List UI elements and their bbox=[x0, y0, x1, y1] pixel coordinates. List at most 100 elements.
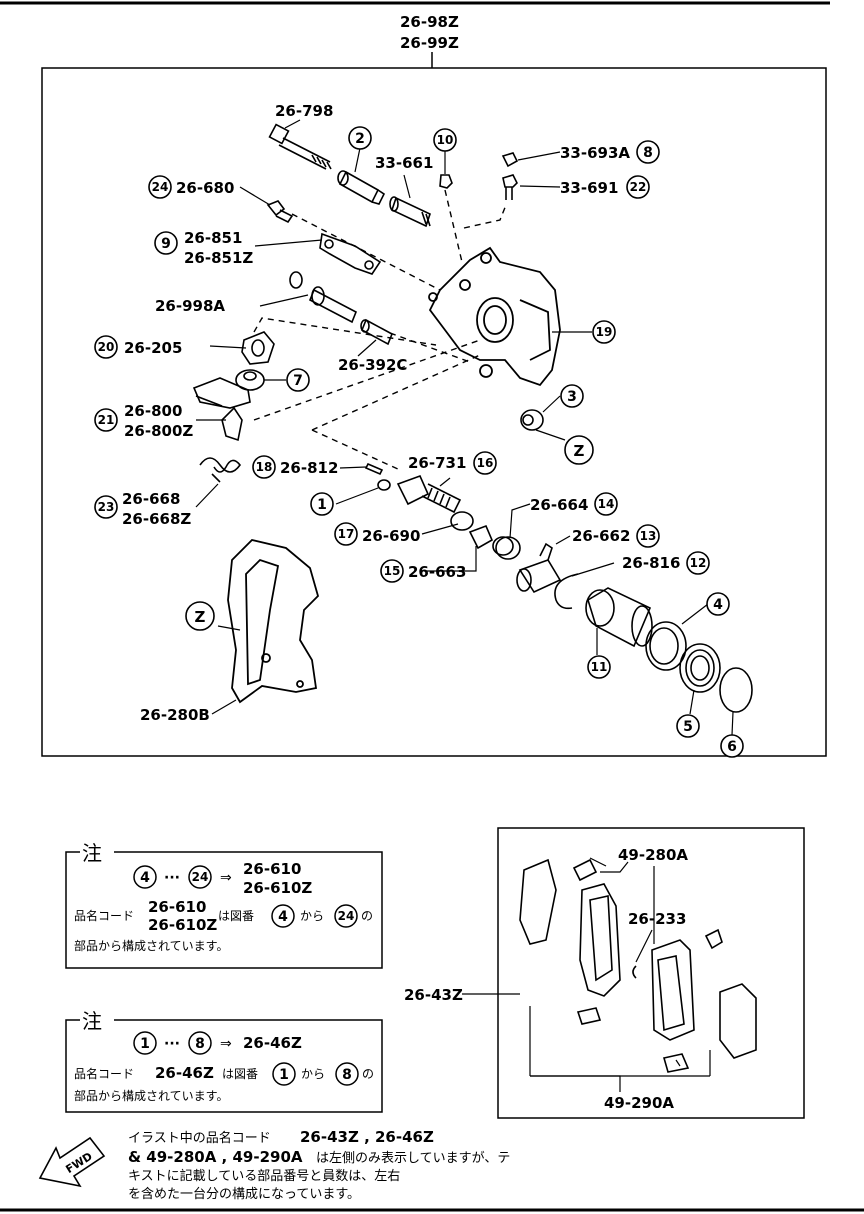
part-15-drawing bbox=[468, 524, 494, 550]
label-26-998a: 26-998A bbox=[155, 297, 225, 315]
label-26-668z: 26-668Z bbox=[122, 510, 191, 528]
lever-21-drawing bbox=[192, 377, 251, 442]
note1-row2-to: 24 bbox=[338, 909, 355, 923]
note-box-2: 注 1 ··· 8 ⇒ 26-46Z 品名コード 26-46Z は図番 1 から… bbox=[65, 1008, 383, 1113]
label-26-816: 26-816 bbox=[622, 554, 680, 572]
label-26-680: 26-680 bbox=[176, 179, 234, 197]
label-26-851: 26-851 bbox=[184, 229, 242, 247]
callout-6: 6 bbox=[727, 739, 737, 755]
part-13-drawing bbox=[516, 542, 562, 594]
callout-7: 7 bbox=[293, 373, 303, 389]
callout-10: 10 bbox=[437, 133, 454, 147]
washer-17-drawing bbox=[450, 511, 474, 531]
note1-row2-kara: から bbox=[300, 909, 324, 923]
adjuster-26-731-drawing bbox=[396, 474, 462, 514]
assembly-code-1: 26-98Z bbox=[400, 13, 459, 31]
note2-row2-no: の bbox=[362, 1067, 374, 1081]
label-26-662: 26-662 bbox=[572, 527, 630, 545]
note2-row2-prefix: 品名コード bbox=[74, 1066, 134, 1081]
note2-from: 1 bbox=[140, 1036, 150, 1052]
note1-row2-mid: は図番 bbox=[218, 909, 254, 923]
callout-18: 18 bbox=[256, 460, 273, 474]
spring-14-drawing bbox=[492, 536, 521, 560]
label-26-800z: 26-800Z bbox=[124, 422, 193, 440]
note2-dots: ··· bbox=[164, 1036, 180, 1052]
note1-title: 注 bbox=[82, 841, 102, 865]
label-26-233: 26-233 bbox=[628, 910, 686, 928]
spring-23-drawing bbox=[199, 457, 242, 483]
footer-line2-text: は左側のみ表示していますが、テ bbox=[316, 1151, 510, 1166]
callout-17: 17 bbox=[338, 527, 355, 541]
note2-row2-from: 1 bbox=[279, 1067, 289, 1083]
part-labels: 26-798 26-680 33-661 33-693A 33-691 26-8… bbox=[122, 102, 680, 724]
fwd-arrow: FWD bbox=[38, 1136, 106, 1188]
callout-2: 2 bbox=[355, 131, 365, 147]
label-49-290a: 49-290A bbox=[604, 1094, 674, 1112]
bleeder-drawing bbox=[501, 152, 519, 200]
note2-row2-mid: は図番 bbox=[222, 1067, 258, 1081]
note1-row2-code-b: 26-610Z bbox=[148, 916, 217, 934]
callout-19: 19 bbox=[596, 325, 613, 339]
callout-9: 9 bbox=[161, 236, 171, 252]
pin-26-812-drawing bbox=[364, 462, 384, 476]
callout-numbers: 2 10 8 22 24 9 20 7 21 19 3 18 1 16 23 1… bbox=[98, 131, 737, 755]
label-26-812: 26-812 bbox=[280, 459, 338, 477]
label-26-800: 26-800 bbox=[124, 402, 182, 420]
footer-line4: を含めた一台分の構成になっています。 bbox=[128, 1186, 360, 1202]
note1-code-a: 26-610 bbox=[243, 860, 301, 878]
callout-22: 22 bbox=[630, 180, 647, 194]
pin-33-661-drawing bbox=[389, 196, 431, 228]
callout-1: 1 bbox=[317, 497, 327, 513]
pin-26-998a-drawing bbox=[289, 271, 358, 324]
note1-arrow: ⇒ bbox=[220, 870, 232, 886]
note2-row2-kara: から bbox=[301, 1067, 325, 1081]
footer-line3: キストに記載している部品番号と員数は、左右 bbox=[128, 1168, 400, 1184]
assembly-code-2: 26-99Z bbox=[400, 34, 459, 52]
note-box-1: 注 4 ··· 24 ⇒ 26-610 26-610Z 品名コード 26-610… bbox=[65, 840, 383, 969]
note2-title: 注 bbox=[82, 1009, 102, 1033]
leader-lines bbox=[195, 119, 734, 1092]
footer-line1-codes: 26-43Z , 26-46Z bbox=[300, 1128, 434, 1146]
note2-row2-code: 26-46Z bbox=[155, 1064, 214, 1082]
footer-line1-text: イラスト中の品名コード bbox=[128, 1130, 271, 1146]
callout-4: 4 bbox=[713, 597, 723, 613]
note1-row2-code-a: 26-610 bbox=[148, 898, 206, 916]
label-26-205: 26-205 bbox=[124, 339, 182, 357]
dashed-leaders bbox=[253, 189, 507, 471]
sleeve-26-392c-drawing bbox=[360, 318, 394, 346]
label-26-280b: 26-280B bbox=[140, 706, 210, 724]
callout-3: 3 bbox=[567, 389, 577, 405]
callout-20: 20 bbox=[98, 340, 115, 354]
note1-row3: 部品から構成されています。 bbox=[74, 938, 228, 953]
callout-24: 24 bbox=[152, 180, 169, 194]
callout-12: 12 bbox=[690, 556, 707, 570]
callout-15: 15 bbox=[384, 564, 401, 578]
bush-3-drawing bbox=[520, 409, 544, 431]
callout-16: 16 bbox=[477, 456, 494, 470]
note1-to: 24 bbox=[192, 870, 209, 884]
callout-5: 5 bbox=[683, 719, 693, 735]
label-26-690: 26-690 bbox=[362, 527, 420, 545]
label-33-661: 33-661 bbox=[375, 154, 433, 172]
label-26-668: 26-668 bbox=[122, 490, 180, 508]
note1-code-b: 26-610Z bbox=[243, 879, 312, 897]
label-26-798: 26-798 bbox=[275, 102, 333, 120]
boot-5-drawing bbox=[679, 643, 721, 693]
callout-z-right: Z bbox=[574, 442, 585, 460]
note2-row3: 部品から構成されています。 bbox=[74, 1088, 228, 1103]
caliper-body-drawing bbox=[428, 246, 561, 387]
pad-drawings bbox=[519, 858, 757, 1073]
callout-13: 13 bbox=[640, 529, 657, 543]
bolt-26-680-drawing bbox=[266, 200, 294, 224]
note1-from: 4 bbox=[140, 870, 150, 886]
note2-code: 26-46Z bbox=[243, 1034, 302, 1052]
pad-box: 49-280A 26-233 26-43Z 49-290A bbox=[404, 827, 805, 1119]
part-drawings bbox=[192, 123, 757, 1073]
note1-row2-prefix: 品名コード bbox=[74, 908, 134, 923]
callout-z-left: Z bbox=[195, 608, 206, 626]
mount-bracket-drawing bbox=[227, 539, 320, 704]
label-26-664: 26-664 bbox=[530, 496, 588, 514]
note1-dots: ··· bbox=[164, 870, 180, 886]
label-33-693a: 33-693A bbox=[560, 144, 630, 162]
callout-14: 14 bbox=[598, 497, 615, 511]
